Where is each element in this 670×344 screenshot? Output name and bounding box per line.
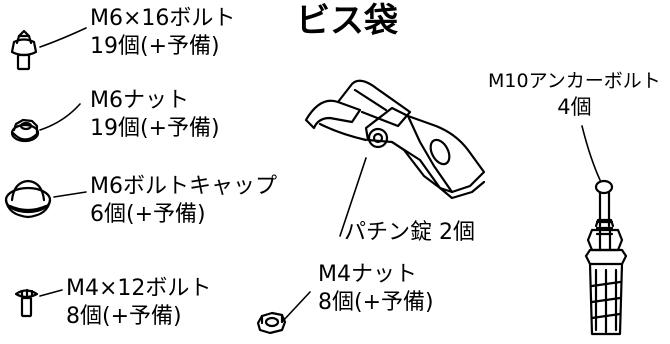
latch-icon xyxy=(304,79,486,200)
part-name: M10アンカーボルト xyxy=(488,70,661,92)
part-name: パチン錠 2個 xyxy=(344,220,475,245)
part-qty: 8個(+予備) xyxy=(318,290,434,315)
label-m6-nut: M6ナット 19個(+予備) xyxy=(90,90,220,140)
label-m4-nut: M4ナット 8個(+予備) xyxy=(318,264,434,314)
part-qty: 19個(+予備) xyxy=(90,34,220,59)
part-name: M6ボルトキャップ xyxy=(90,174,277,199)
label-m4-bolt: M4×12ボルト 8個(+予備) xyxy=(66,278,211,328)
bolt-cap-icon xyxy=(4,179,52,219)
label-bolt-cap: M6ボルトキャップ 6個(+予備) xyxy=(90,176,277,226)
part-qty: 8個(+予備) xyxy=(66,304,182,329)
anchor-bolt-icon xyxy=(584,179,628,336)
m6-nut-icon xyxy=(10,118,40,143)
part-name: M6×16ボルト xyxy=(90,6,236,31)
m4-bolt-icon xyxy=(14,288,39,318)
part-name: M6ナット xyxy=(90,88,189,113)
part-qty: 4個 xyxy=(557,95,592,119)
part-name: M4ナット xyxy=(318,262,417,287)
part-qty: 6個(+予備) xyxy=(90,202,206,227)
part-name: M4×12ボルト xyxy=(66,276,212,301)
label-latch: パチン錠 2個 xyxy=(344,222,475,244)
label-anchor-bolt: M10アンカーボルト 4個 xyxy=(488,72,661,118)
m4-nut-icon xyxy=(256,311,287,335)
part-qty: 19個(+予備) xyxy=(90,116,220,141)
m6-bolt-icon xyxy=(10,29,38,71)
label-m6-bolt: M6×16ボルト 19個(+予備) xyxy=(90,8,235,58)
page-title: ビス袋 xyxy=(296,1,398,41)
leader-lines xyxy=(39,27,601,323)
